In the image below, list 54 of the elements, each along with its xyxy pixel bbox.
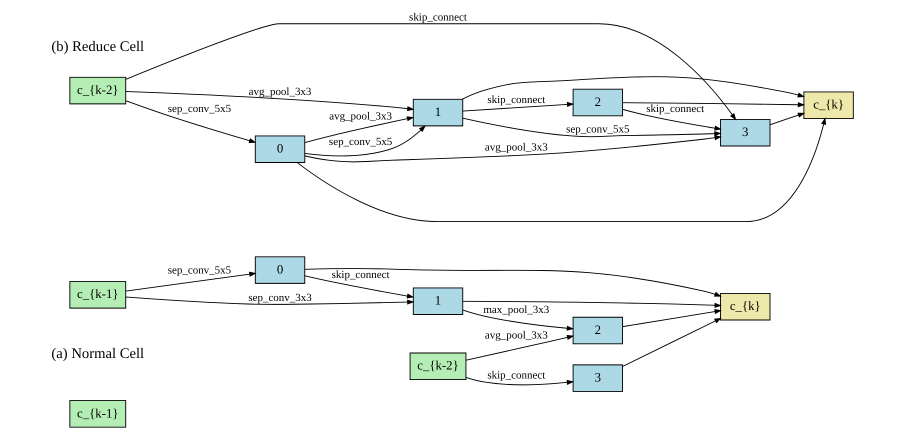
arrow bbox=[622, 102, 806, 108]
arrow bbox=[462, 76, 805, 100]
node-box: 0 bbox=[254, 256, 306, 284]
edge-label: skip_connect bbox=[332, 268, 390, 281]
edge-label: avg_pool_3x3 bbox=[329, 110, 392, 123]
arrow bbox=[466, 334, 574, 361]
label: (b) Reduce Cell bbox=[51, 39, 144, 56]
edge-label: avg_pool_3x3 bbox=[484, 329, 548, 342]
edge-label: sep_conv_5x5 bbox=[328, 136, 392, 148]
edge-label: skip_connect bbox=[646, 103, 704, 116]
arrow bbox=[304, 116, 414, 143]
arrow bbox=[304, 268, 722, 297]
edge-label: skip_connect bbox=[487, 370, 546, 382]
arrow bbox=[126, 272, 257, 292]
arrow bbox=[304, 275, 414, 299]
arrow bbox=[126, 23, 736, 120]
edge-label: sep_conv_5x5 bbox=[566, 123, 630, 136]
node-box: c_{k} bbox=[803, 92, 854, 119]
arrow bbox=[125, 296, 414, 305]
arrow bbox=[304, 135, 722, 162]
edge-label: sep_conv_3x3 bbox=[248, 292, 312, 304]
arrow bbox=[622, 108, 722, 131]
edge-label: skip_connect bbox=[487, 94, 546, 106]
arrow bbox=[126, 100, 256, 144]
arrow bbox=[125, 91, 415, 112]
edge-label: avg_pool_3x3 bbox=[484, 142, 548, 154]
edge-label: sep_conv_5x5 bbox=[168, 264, 232, 276]
arrow bbox=[462, 102, 574, 112]
edge-label: sep_conv_5x5 bbox=[168, 103, 232, 116]
node-box: 2 bbox=[572, 88, 623, 116]
node-box: c_{k-1} bbox=[69, 281, 126, 309]
label: (a) Normal Cell bbox=[51, 346, 144, 362]
arrow bbox=[622, 309, 722, 328]
arrow bbox=[304, 125, 426, 156]
node-box: 0 bbox=[254, 135, 306, 163]
node-box: c_{k-2} bbox=[69, 76, 126, 104]
node-box: 3 bbox=[720, 118, 770, 146]
node-box: 3 bbox=[572, 364, 623, 392]
arrow bbox=[462, 310, 574, 331]
node-box: c_{k-1} bbox=[69, 400, 126, 428]
node-box: c_{k-2} bbox=[410, 352, 466, 380]
arrow bbox=[462, 118, 722, 138]
node-box: 2 bbox=[572, 316, 623, 344]
edge-label: avg_pool_3x3 bbox=[248, 86, 312, 98]
node-box: 1 bbox=[412, 288, 464, 315]
arrow bbox=[770, 112, 806, 126]
arrow bbox=[466, 376, 574, 386]
arrow bbox=[297, 117, 826, 222]
arrow bbox=[462, 300, 722, 308]
node-box: 1 bbox=[412, 98, 464, 126]
edge-label: max_pool_3x3 bbox=[483, 304, 550, 316]
arrow bbox=[622, 318, 722, 367]
node-box: c_{k} bbox=[720, 293, 770, 320]
edge-label: skip_connect bbox=[409, 12, 467, 24]
